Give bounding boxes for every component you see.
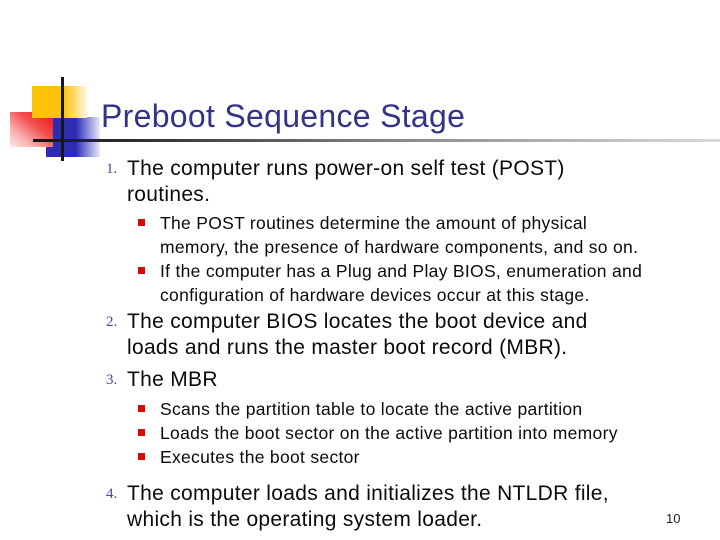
decor-yellow-square-icon: [32, 86, 87, 118]
sub-list-item-3: Scans the partition table to locate the …: [103, 397, 703, 469]
sub-bullet: The POST routines determine the amount o…: [103, 211, 703, 259]
square-bullet-icon: [138, 219, 145, 226]
sub-bullet: Loads the boot sector on the active part…: [103, 421, 703, 445]
sub-text-line: The POST routines determine the amount o…: [160, 213, 588, 233]
square-bullet-icon: [138, 453, 145, 460]
sub-list-item-1: The POST routines determine the amount o…: [103, 211, 703, 307]
list-item-1: 1. The computer runs power-on self test …: [103, 156, 703, 208]
list-item-4: 4. The computer loads and initializes th…: [103, 481, 703, 533]
item-text-line: The computer BIOS locates the boot devic…: [127, 310, 588, 333]
title-underline-rule: [33, 139, 720, 142]
list-item-2: 2. The computer BIOS locates the boot de…: [103, 309, 703, 361]
item-text-line: The MBR: [127, 368, 218, 391]
decor-blue-square-icon: [46, 117, 100, 157]
slide-title: Preboot Sequence Stage: [101, 98, 466, 134]
item-number: 4.: [106, 486, 118, 502]
item-text-line: which is the operating system loader.: [127, 508, 483, 531]
sub-text-line: Scans the partition table to locate the …: [160, 399, 583, 419]
page-number: 10: [666, 511, 681, 526]
sub-text-line: Loads the boot sector on the active part…: [160, 423, 618, 443]
item-text-line: The computer runs power-on self test (PO…: [127, 157, 565, 180]
item-text-line: loads and runs the master boot record (M…: [127, 336, 568, 359]
sub-bullet: Executes the boot sector: [103, 445, 703, 469]
item-text-line: The computer loads and initializes the N…: [127, 482, 609, 505]
item-number: 1.: [106, 161, 118, 177]
sub-bullet: If the computer has a Plug and Play BIOS…: [103, 259, 703, 307]
list-item-3: 3. The MBR: [103, 367, 703, 393]
sub-text-line: If the computer has a Plug and Play BIOS…: [160, 261, 643, 281]
sub-text-line: Executes the boot sector: [160, 447, 360, 467]
sub-text-line: memory, the presence of hardware compone…: [160, 237, 639, 257]
decor-vertical-line: [61, 77, 64, 161]
square-bullet-icon: [138, 429, 145, 436]
item-number: 3.: [106, 372, 118, 388]
square-bullet-icon: [138, 267, 145, 274]
sub-text-line: configuration of hardware devices occur …: [160, 285, 590, 305]
slide-body: 1. The computer runs power-on self test …: [103, 156, 703, 533]
item-text-line: routines.: [127, 183, 211, 206]
item-number: 2.: [106, 314, 118, 330]
sub-bullet: Scans the partition table to locate the …: [103, 397, 703, 421]
square-bullet-icon: [138, 405, 145, 412]
